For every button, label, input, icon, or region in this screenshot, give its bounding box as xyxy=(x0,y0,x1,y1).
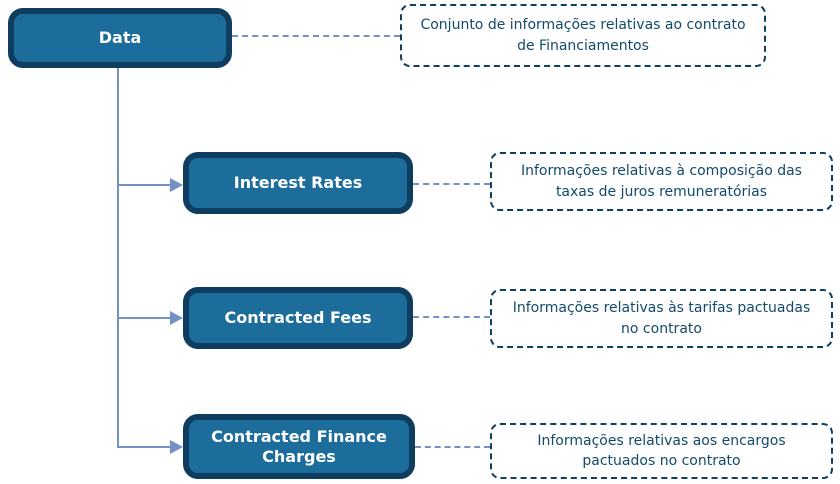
note-data-text: Conjunto de informações relativas ao con… xyxy=(420,17,746,54)
branch-line-contracted-finance-charges xyxy=(117,446,171,448)
note-interest-rates: Informações relativas à composição das t… xyxy=(490,152,833,211)
note-data: Conjunto de informações relativas ao con… xyxy=(400,4,766,67)
node-contracted-fees-label: Contracted Fees xyxy=(224,308,372,327)
note-link-interest-rates xyxy=(413,183,490,185)
branch-line-contracted-fees xyxy=(117,317,171,319)
note-link-data xyxy=(232,35,400,37)
node-contracted-finance-charges-label: Contracted Finance Charges xyxy=(211,426,387,466)
note-contracted-fees-text: Informações relativas às tarifas pactuad… xyxy=(512,300,811,337)
arrowhead-icon xyxy=(170,440,183,454)
arrowhead-icon xyxy=(170,311,183,325)
node-interest-rates-label: Interest Rates xyxy=(233,173,363,192)
node-contracted-fees: Contracted Fees xyxy=(183,287,413,349)
note-link-contracted-fees xyxy=(413,316,490,318)
tree-trunk-line xyxy=(117,68,119,448)
node-data-label: Data xyxy=(98,28,142,47)
node-data: Data xyxy=(8,8,232,68)
note-contracted-fees: Informações relativas às tarifas pactuad… xyxy=(490,289,833,348)
note-contracted-finance-charges: Informações relativas aos encargos pactu… xyxy=(490,423,833,479)
note-interest-rates-text: Informações relativas à composição das t… xyxy=(521,163,802,200)
arrowhead-icon xyxy=(170,178,183,192)
node-interest-rates: Interest Rates xyxy=(183,152,413,214)
node-contracted-finance-charges: Contracted Finance Charges xyxy=(183,414,415,479)
note-contracted-finance-charges-text: Informações relativas aos encargos pactu… xyxy=(537,432,786,469)
branch-line-interest-rates xyxy=(117,184,171,186)
note-link-contracted-finance-charges xyxy=(415,446,490,448)
